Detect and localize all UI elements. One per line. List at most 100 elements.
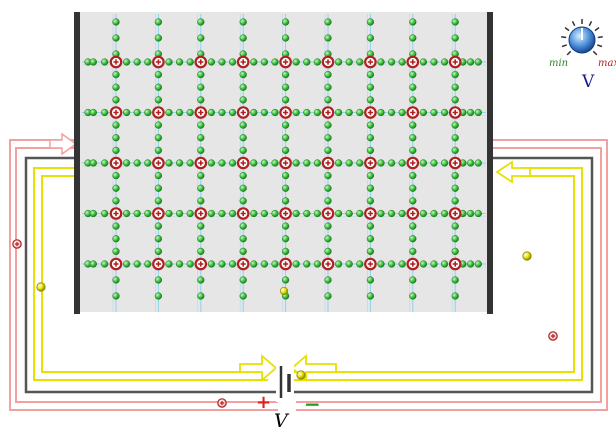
lattice-electron [451, 18, 459, 26]
lattice-electron [281, 235, 290, 243]
inner-wire-loop-2 [41, 175, 575, 373]
lattice-electron [377, 159, 385, 167]
lattice-electron [281, 184, 290, 192]
wire-ion-plus [220, 401, 224, 405]
lattice-electron [451, 34, 459, 42]
lattice-electron [292, 108, 300, 117]
lattice-electron [260, 260, 269, 268]
lattice-electron [451, 146, 459, 155]
middle-wire-loop [24, 156, 594, 394]
lattice-ion-plus [113, 261, 119, 267]
lattice-electron [239, 83, 247, 91]
lattice-ion-plus [283, 59, 289, 65]
lattice-electron [271, 159, 279, 167]
lattice-electron [250, 260, 258, 268]
lattice-ion-plus [452, 59, 458, 65]
lattice-electron [281, 96, 290, 104]
lattice-electron [239, 171, 247, 180]
lattice-electron [474, 108, 482, 117]
lattice-electron [366, 18, 375, 26]
lattice-electron [409, 18, 417, 26]
lattice-electron [165, 159, 173, 167]
knob-tick [588, 20, 593, 27]
lattice-electron [334, 159, 343, 167]
lattice-electron [430, 58, 438, 66]
lattice-electron [324, 121, 332, 129]
lattice-electron [466, 260, 475, 268]
lattice-ion-plus [410, 59, 416, 65]
lattice-electron [165, 108, 173, 117]
lattice-electron [409, 96, 417, 104]
lattice-electron [89, 58, 97, 66]
lattice-electron [112, 171, 120, 180]
knob-tick [566, 50, 572, 56]
lattice-electron [303, 58, 311, 66]
lattice-ion-plus [325, 59, 331, 65]
lattice-electron [387, 209, 396, 218]
lattice-electron [334, 108, 343, 117]
lattice-electron [133, 260, 141, 268]
lattice-electron [122, 58, 131, 66]
knob-ticks [561, 19, 603, 56]
arrow-left-in [49, 132, 78, 156]
lattice-electron [154, 70, 163, 79]
lattice-electron [409, 34, 417, 42]
wire-electron [36, 282, 46, 292]
lattice-ion-plus [155, 59, 161, 65]
lattice-electron [409, 134, 417, 142]
lattice-electron [356, 159, 364, 167]
lattice-electron [154, 197, 163, 205]
lattice-ion-plus [410, 109, 416, 116]
lattice-electron [218, 209, 226, 218]
lattice-electron [154, 184, 163, 192]
lattice-electron [281, 276, 290, 284]
lattice-electron [112, 184, 120, 192]
lattice-electron [366, 292, 375, 300]
lattice-electron [186, 209, 194, 218]
lattice-electron [197, 222, 205, 230]
lattice-electron [281, 83, 290, 91]
battery [276, 360, 294, 402]
lattice-electron [409, 197, 417, 205]
lattice-electron [451, 70, 459, 79]
lattice-electron [197, 184, 205, 192]
lattice-electron [281, 121, 290, 129]
lattice-electron [218, 108, 226, 117]
lattice-electron [366, 276, 375, 284]
outer-wire-loop [9, 139, 608, 411]
lattice-electron [112, 34, 120, 42]
lattice-electron [112, 121, 120, 129]
lattice-electron [409, 276, 417, 284]
lattice-electron [281, 34, 290, 42]
lattice-electron [112, 83, 120, 91]
lattice-electron [154, 171, 163, 180]
lattice-electron [186, 58, 194, 66]
lattice-electron [154, 247, 163, 256]
lattice-electron [281, 134, 290, 142]
lattice-electron [366, 171, 375, 180]
lattice-electron [366, 83, 375, 91]
knob-tick [561, 44, 568, 48]
lattice-electron [451, 121, 459, 129]
lattice-electron [197, 134, 205, 142]
lattice-electron [197, 18, 205, 26]
wire-electron [522, 251, 532, 261]
lattice-electron [101, 159, 109, 167]
lattice-electron [271, 58, 279, 66]
lattice-electron [144, 260, 152, 268]
lattice-ion-plus [113, 160, 119, 166]
lattice-electron [387, 260, 396, 268]
lattice-ion-plus [325, 261, 331, 267]
voltage-knob[interactable] [561, 19, 603, 56]
lattice-electron [101, 260, 109, 268]
inner-wire-loop [33, 167, 583, 381]
lattice-electron [197, 121, 205, 129]
lattice-electron [451, 184, 459, 192]
lattice-electron [122, 260, 131, 268]
lattice-ion-plus [367, 109, 373, 116]
lattice-electron [419, 209, 428, 218]
circuit-wires [9, 132, 608, 411]
lattice-electron [144, 209, 152, 218]
lattice-electron [207, 209, 216, 218]
lattice-electron [154, 222, 163, 230]
